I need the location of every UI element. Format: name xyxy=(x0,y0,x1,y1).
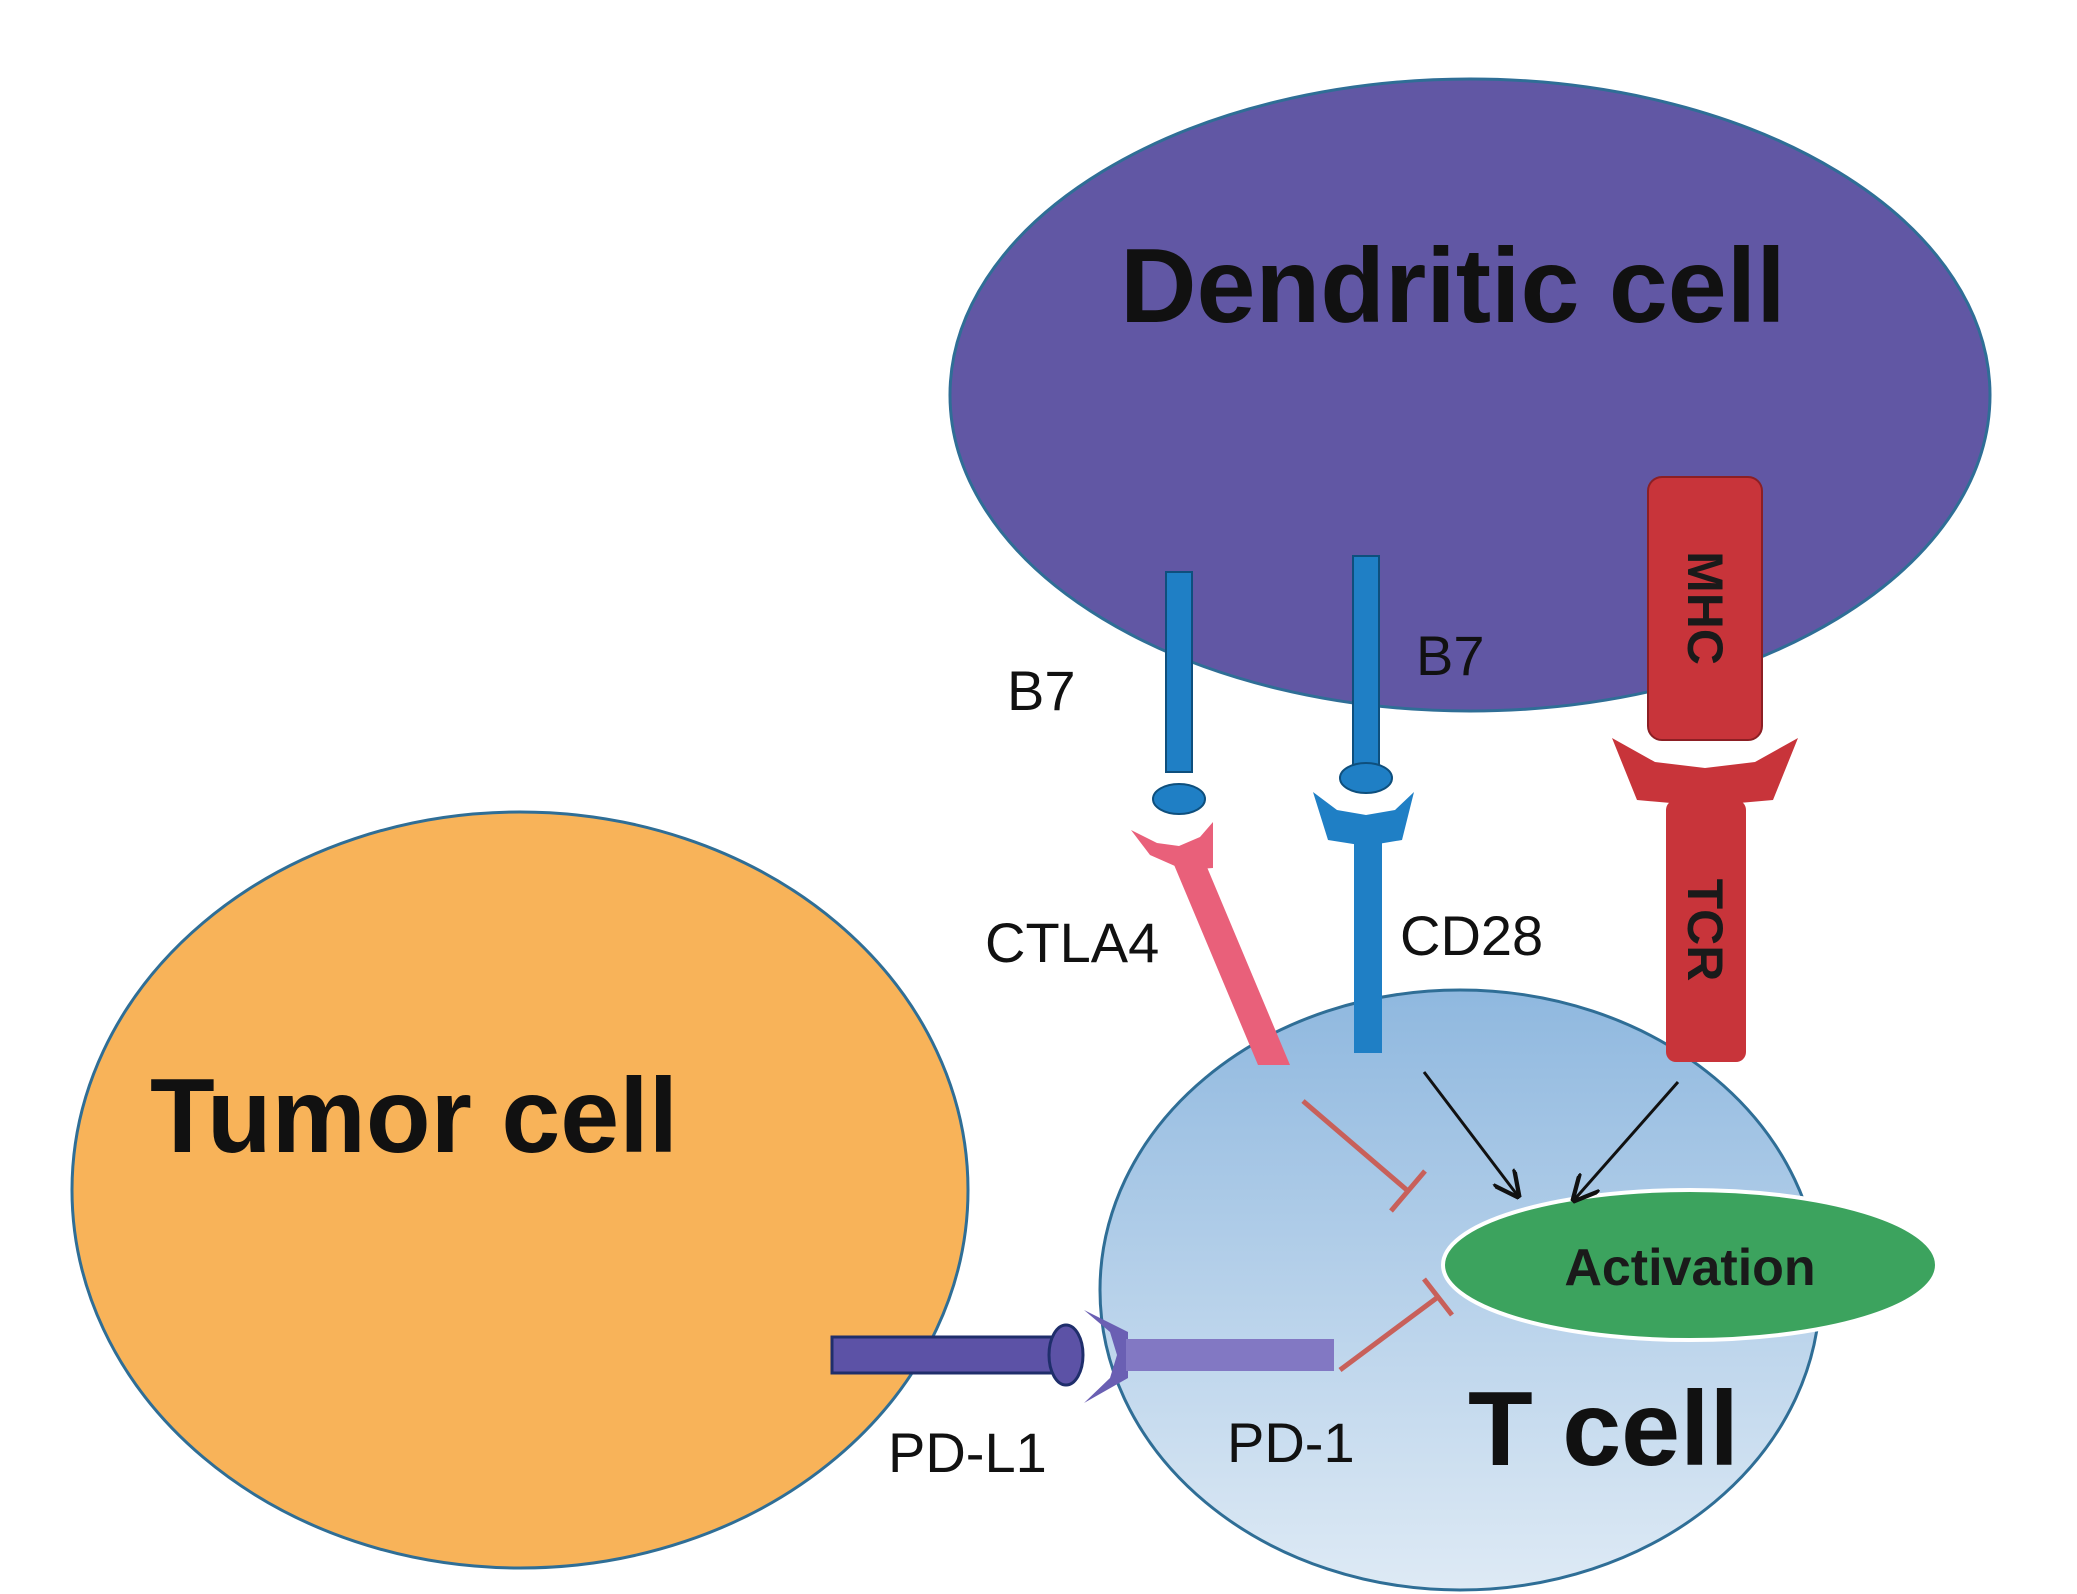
cd28-label: CD28 xyxy=(1400,904,1543,967)
tcr-label: TCR xyxy=(1677,879,1733,982)
mhc-receptor xyxy=(1647,476,1763,741)
mhc-label: MHC xyxy=(1677,551,1733,665)
tumor-cell xyxy=(70,810,970,1570)
dendritic-cell-label: Dendritic cell xyxy=(1120,227,1786,345)
cd28-activation-arrow xyxy=(1422,1071,1518,1196)
ctla4-label: CTLA4 xyxy=(985,911,1159,974)
tumor-cell-label: Tumor cell xyxy=(150,1057,678,1175)
pd-l1-ligand xyxy=(830,1323,1085,1387)
activation-ellipse xyxy=(1441,1188,1939,1342)
tcr-activation-arrow xyxy=(1574,1081,1680,1200)
activation-label: Activation xyxy=(1564,1239,1815,1297)
b7-right-label: B7 xyxy=(1416,624,1485,687)
b7-left-receptor xyxy=(1152,571,1206,815)
b7-left-label: B7 xyxy=(1007,659,1076,722)
b7-right-receptor xyxy=(1339,555,1393,794)
ctla4-inhibition-line xyxy=(1301,1099,1427,1213)
cd28-receptor xyxy=(1313,792,1414,1053)
ctla4-receptor xyxy=(1131,822,1290,1065)
pd-1-receptor xyxy=(1084,1310,1334,1403)
pd-l1-label: PD-L1 xyxy=(888,1421,1047,1484)
t-cell-label: T cell xyxy=(1468,1370,1739,1488)
dendritic-cell xyxy=(948,77,1992,713)
pd1-inhibition-line xyxy=(1338,1277,1454,1373)
pd-1-label: PD-1 xyxy=(1227,1411,1355,1474)
tcr-receptor xyxy=(1612,738,1798,1062)
